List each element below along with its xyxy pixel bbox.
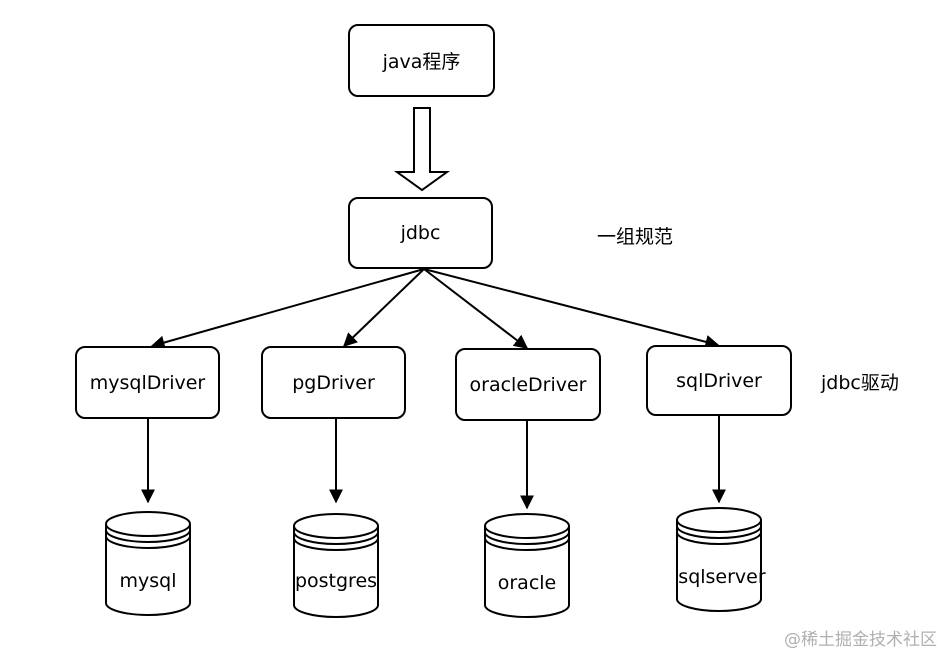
database-cylinder-postgres — [293, 513, 379, 618]
database-cylinder-mysql — [105, 511, 191, 616]
edge-jdbc-sqldriver — [423, 268, 720, 349]
spec-annotation: 一组规范 — [597, 226, 674, 248]
database-label-mysql: mysql — [119, 570, 177, 592]
oracle-driver-box: oracleDriver — [455, 348, 601, 421]
pg-driver-box: pgDriver — [261, 346, 406, 419]
edge-jdbc-mysqldriver — [150, 268, 425, 350]
database-cylinder-oracle — [484, 513, 570, 618]
java-program-box: java程序 — [348, 24, 495, 97]
database-cylinder-sqlserver — [676, 507, 762, 612]
sql-driver-box: sqlDriver — [646, 345, 792, 416]
database-label-sqlserver: sqlserver — [678, 566, 766, 588]
driver-annotation: jdbc驱动 — [821, 372, 899, 394]
block-arrow — [393, 107, 451, 192]
edge-jdbc-pgdriver — [342, 268, 425, 347]
edge-jdbc-oracledriver — [423, 268, 529, 349]
database-label-oracle: oracle — [497, 572, 557, 594]
watermark: @稀土掘金技术社区 — [784, 630, 937, 650]
jdbc-box: jdbc — [348, 197, 493, 269]
mysql-driver-box: mysqlDriver — [75, 346, 220, 419]
database-label-postgres: postgres — [294, 570, 378, 592]
